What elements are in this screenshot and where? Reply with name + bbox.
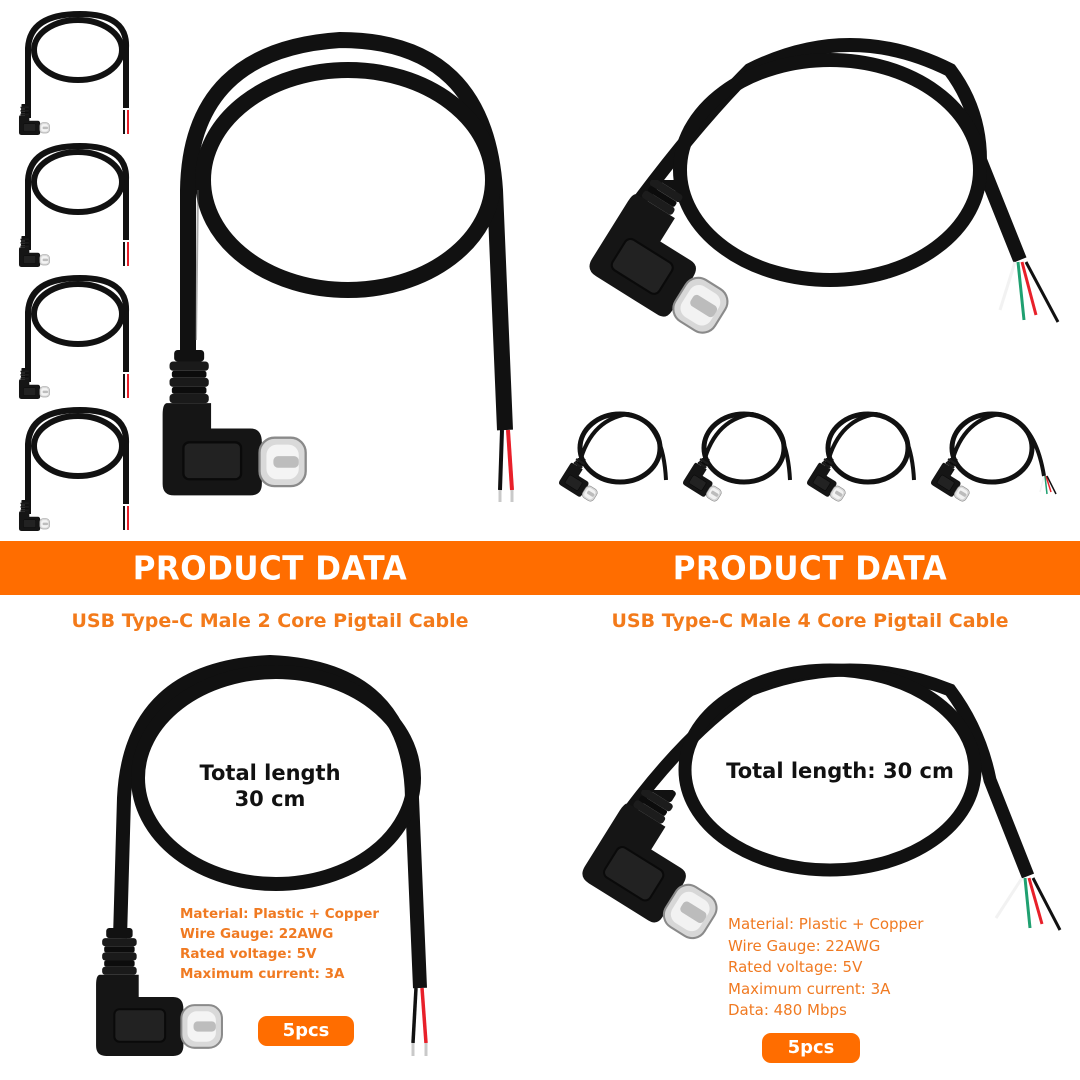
cable-thumbnail bbox=[920, 400, 1070, 510]
spec-max-current: Maximum current: 3A bbox=[728, 979, 891, 998]
cable-thumbnail bbox=[796, 400, 921, 510]
spec-cable-2-core bbox=[90, 648, 450, 1068]
product-subtitle-2-core: USB Type-C Male 2 Core Pigtail Cable bbox=[71, 610, 469, 632]
banner-title-right: PRODUCT DATA bbox=[672, 550, 948, 588]
product-data-banner bbox=[0, 541, 1080, 595]
cable-thumbnail bbox=[10, 140, 135, 268]
quantity-badge-4-core: 5pcs bbox=[762, 1033, 860, 1063]
cable-thumbnail bbox=[672, 400, 797, 510]
hero-cable-4-core bbox=[550, 30, 1080, 370]
spec-wire-gauge: Wire Gauge: 22AWG bbox=[180, 926, 334, 942]
banner-title-left: PRODUCT DATA bbox=[132, 550, 408, 588]
hero-cable-2-core bbox=[150, 20, 540, 510]
spec-cable-4-core bbox=[550, 650, 1080, 950]
spec-list-2-core: Material: Plastic + Copper Wire Gauge: 2… bbox=[180, 904, 379, 984]
spec-max-current: Maximum current: 3A bbox=[180, 966, 345, 982]
cable-thumbnail bbox=[10, 404, 135, 532]
spec-material: Material: Plastic + Copper bbox=[728, 915, 924, 933]
length-line-1: Total length bbox=[199, 761, 341, 785]
spec-data-rate: Data: 480 Mbps bbox=[728, 1001, 847, 1019]
quantity-badge-2-core: 5pcs bbox=[258, 1016, 354, 1046]
cable-thumbnail bbox=[10, 8, 135, 136]
spec-list-4-core: Material: Plastic + Copper Wire Gauge: 2… bbox=[728, 914, 923, 1022]
total-length-label-4-core: Total length: 30 cm bbox=[726, 759, 954, 783]
spec-material: Material: Plastic + Copper bbox=[180, 906, 380, 922]
product-subtitle-4-core: USB Type-C Male 4 Core Pigtail Cable bbox=[611, 610, 1009, 632]
total-length-label-2-core: Total length 30 cm bbox=[186, 760, 354, 812]
spec-wire-gauge: Wire Gauge: 22AWG bbox=[728, 936, 881, 955]
length-line-2: 30 cm bbox=[234, 787, 306, 811]
cable-thumbnail bbox=[10, 272, 135, 400]
spec-rated-voltage: Rated voltage: 5V bbox=[728, 958, 863, 976]
spec-rated-voltage: Rated voltage: 5V bbox=[180, 946, 317, 962]
cable-thumbnail bbox=[548, 400, 673, 510]
